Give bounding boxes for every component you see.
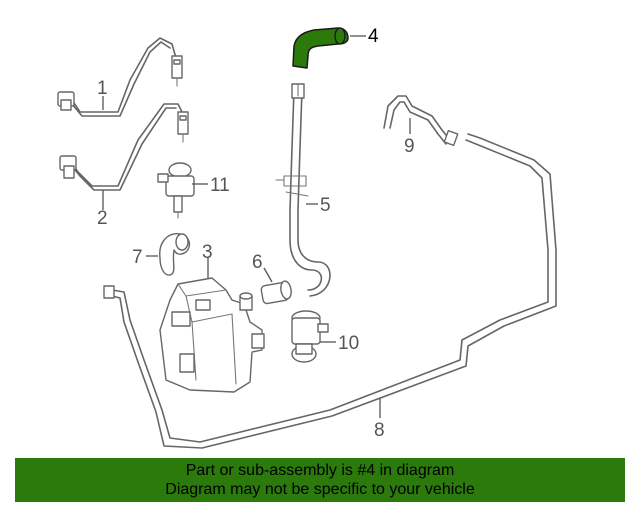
part-10-valve[interactable] xyxy=(291,310,329,363)
callout-4: 4 xyxy=(368,26,379,47)
callout-2: 2 xyxy=(97,208,108,229)
part-9-hose[interactable] xyxy=(383,95,459,147)
part-7-elbow-hose[interactable] xyxy=(159,233,191,276)
callout-7: 7 xyxy=(132,247,143,268)
part-3-canister[interactable] xyxy=(159,277,265,393)
part-5-hose[interactable] xyxy=(275,83,331,297)
banner-line-disclaimer: Diagram may not be specific to your vehi… xyxy=(165,481,475,498)
leader-lines xyxy=(102,35,411,418)
callout-3: 3 xyxy=(202,242,213,263)
callout-9: 9 xyxy=(404,136,415,157)
part-11-purge-valve[interactable] xyxy=(157,162,195,219)
callout-1: 1 xyxy=(97,78,108,99)
part-6-coupler[interactable] xyxy=(260,280,293,305)
part-info-banner: Part or sub-assembly is #4 in diagram Di… xyxy=(15,458,625,502)
callout-6: 6 xyxy=(252,252,263,273)
parts-diagram: 1 2 3 4 5 6 7 8 9 10 11 xyxy=(57,26,557,449)
callout-8: 8 xyxy=(374,420,385,441)
callout-5: 5 xyxy=(320,195,331,216)
part-1-sensor-harness[interactable] xyxy=(57,37,183,117)
part-8-vapor-line[interactable] xyxy=(103,133,557,449)
part-2-sensor-harness[interactable] xyxy=(59,103,189,191)
banner-line-part: Part or sub-assembly is #4 in diagram xyxy=(185,462,455,479)
callout-10: 10 xyxy=(338,333,359,354)
callout-11: 11 xyxy=(210,175,230,196)
callout-labels: 1 2 3 4 5 6 7 8 9 10 11 xyxy=(97,26,415,441)
part-4-hose-highlighted[interactable] xyxy=(292,27,349,69)
